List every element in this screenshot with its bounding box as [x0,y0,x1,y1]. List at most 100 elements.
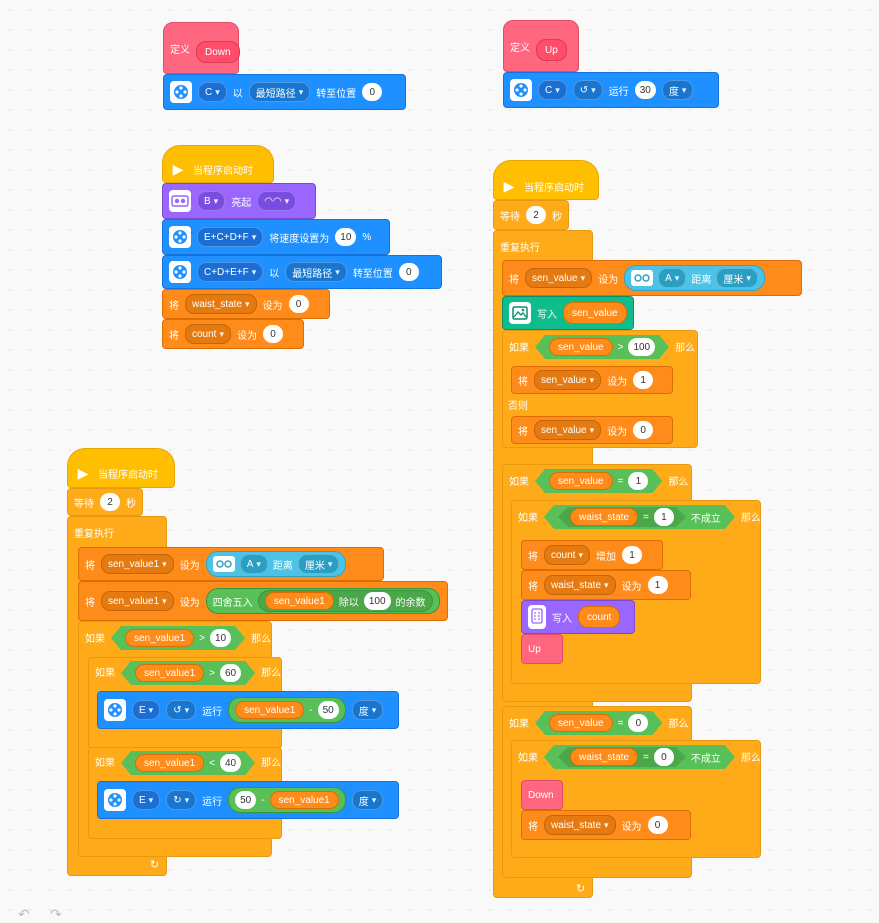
compare-input[interactable]: 0 [654,748,674,766]
screen-write-block[interactable]: 写入 sen_value [502,296,634,330]
modulo-reporter[interactable]: sen_value1 除以 100 的余数 [257,590,433,612]
variable-dropdown[interactable]: sen_value1 [101,554,174,574]
port-dropdown[interactable]: A [658,268,687,288]
motor-run-degrees-block[interactable]: E ↻ 运行 50 - sen_value1 度 [97,781,399,819]
compare-input[interactable]: 100 [628,338,655,356]
set-variable-block[interactable]: 将 waist_state 设为 0 [521,810,691,840]
variable-reporter[interactable]: waist_state [570,508,638,526]
port-dropdown[interactable]: C [538,80,567,100]
variable-reporter[interactable]: sen_value1 [135,664,204,682]
procedure-name-up[interactable]: Up [536,39,567,61]
value-input[interactable]: 0 [288,295,309,313]
variable-reporter[interactable]: sen_value1 [125,629,194,647]
compare-input[interactable]: 60 [220,664,241,682]
equals-operator[interactable]: waist_state = 1 [558,507,686,527]
not-operator[interactable]: waist_state = 1 不成立 [544,505,735,529]
path-dropdown[interactable]: 最短路径 [285,262,347,282]
wait-block[interactable]: 等待 2 秒 [493,200,569,230]
variable-dropdown[interactable]: sen_value1 [101,591,174,611]
variable-reporter[interactable]: count [578,606,621,628]
variable-dropdown[interactable]: sen_value [534,420,602,440]
variable-dropdown[interactable]: count [185,324,231,344]
undo-icon[interactable]: ↶ [18,906,30,922]
path-dropdown[interactable]: 最短路径 [248,82,311,102]
value-input[interactable]: 1 [633,371,654,389]
variable-dropdown[interactable]: count [544,545,590,565]
matrix-write-block[interactable]: 写入 count [521,600,635,634]
when-program-starts-hat[interactable]: ▶ 当程序启动时 [67,448,175,488]
light-on-block[interactable]: B 亮起 ◠◠ [162,183,316,219]
motor-rotate-to-block[interactable]: C+D+E+F 以 最短路径 转至位置 0 [162,255,442,289]
direction-dropdown[interactable]: ↺ [166,700,197,720]
port-dropdown[interactable]: E [132,790,161,810]
distance-sensor-reporter[interactable]: A 距离 厘米 [624,265,765,291]
change-variable-block[interactable]: 将 count 增加 1 [521,540,663,570]
port-dropdown[interactable]: E [132,700,161,720]
motor-set-speed-block[interactable]: E+C+D+F 将速度设置为 10 % [162,219,390,255]
variable-dropdown[interactable]: sen_value [525,268,593,288]
set-variable-block[interactable]: 将 waist_state 设为 1 [521,570,691,600]
set-variable-block[interactable]: 将 waist_state 设为 0 [162,289,330,319]
value-input[interactable]: 1 [647,576,668,594]
set-variable-block[interactable]: 将 sen_value 设为 1 [511,366,673,394]
compare-input[interactable]: 1 [628,472,648,490]
variable-reporter[interactable]: sen_value [549,714,613,732]
position-input[interactable]: 0 [362,83,383,101]
not-operator[interactable]: waist_state = 0 不成立 [544,745,735,769]
less-than-operator[interactable]: sen_value1 < 40 [121,751,255,775]
operand-input[interactable]: 50 [317,701,339,719]
variable-reporter[interactable]: sen_value [549,338,613,356]
variable-reporter[interactable]: sen_value1 [269,791,339,809]
unit-dropdown[interactable]: 厘米 [716,268,758,288]
variable-dropdown[interactable]: waist_state [544,575,616,595]
wait-seconds-input[interactable]: 2 [100,493,120,511]
unit-dropdown[interactable]: 度 [351,790,384,810]
greater-than-operator[interactable]: sen_value > 100 [535,335,669,359]
redo-icon[interactable]: ↷ [50,906,62,922]
equals-operator[interactable]: sen_value = 0 [535,711,662,735]
divisor-input[interactable]: 100 [363,592,391,610]
motor-run-degrees-block[interactable]: C ↺ 运行 30 度 [503,72,719,108]
when-program-starts-hat[interactable]: ▶ 当程序启动时 [493,160,599,200]
set-variable-block[interactable]: 将 sen_value 设为 A 距离 厘米 [502,260,802,296]
variable-dropdown[interactable]: waist_state [544,815,616,835]
variable-reporter[interactable]: sen_value1 [135,754,204,772]
motor-run-degrees-block[interactable]: E ↺ 运行 sen_value1 - 50 度 [97,691,399,729]
unit-dropdown[interactable]: 度 [661,80,694,100]
port-dropdown[interactable]: B [197,191,226,211]
subtract-reporter[interactable]: sen_value1 - 50 [228,697,346,723]
variable-reporter[interactable]: sen_value1 [264,592,334,610]
set-variable-block[interactable]: 将 count 设为 0 [162,319,304,349]
value-input[interactable]: 0 [633,421,654,439]
set-variable-block[interactable]: 将 sen_value1 设为 四舍五入 sen_value1 除以 100 的… [78,581,448,621]
variable-dropdown[interactable]: sen_value [534,370,602,390]
define-up-block[interactable]: 定义 Up [503,20,579,72]
call-up-block[interactable]: Up [521,634,563,664]
operand-input[interactable]: 50 [235,791,257,809]
greater-than-operator[interactable]: sen_value1 > 60 [121,661,255,685]
position-input[interactable]: 0 [398,263,419,281]
procedure-name-down[interactable]: Down [196,41,240,63]
value-input[interactable]: 1 [622,546,642,564]
variable-reporter[interactable]: sen_value [563,302,627,324]
unit-dropdown[interactable]: 厘米 [297,554,340,574]
speed-input[interactable]: 10 [335,228,357,246]
distance-sensor-reporter[interactable]: A 距离 厘米 [205,551,347,577]
port-dropdown[interactable]: C [198,82,227,102]
variable-reporter[interactable]: sen_value1 [235,701,305,719]
compare-input[interactable]: 0 [628,714,648,732]
value-input[interactable]: 0 [263,325,283,343]
greater-than-operator[interactable]: sen_value1 > 10 [111,626,245,650]
wait-seconds-input[interactable]: 2 [526,206,546,224]
call-down-block[interactable]: Down [521,780,563,810]
variable-reporter[interactable]: sen_value [549,472,613,490]
variable-dropdown[interactable]: waist_state [185,294,257,314]
direction-dropdown[interactable]: ↻ [166,790,197,810]
subtract-reporter[interactable]: 50 - sen_value1 [228,787,346,813]
port-dropdown[interactable]: C+D+E+F [197,262,264,282]
direction-dropdown[interactable]: ↺ [572,80,603,100]
amount-input[interactable]: 30 [634,81,656,99]
define-down-block[interactable]: 定义 Down [163,22,240,74]
compare-input[interactable]: 1 [654,508,674,526]
set-variable-block[interactable]: 将 sen_value1 设为 A 距离 厘米 [78,547,384,581]
